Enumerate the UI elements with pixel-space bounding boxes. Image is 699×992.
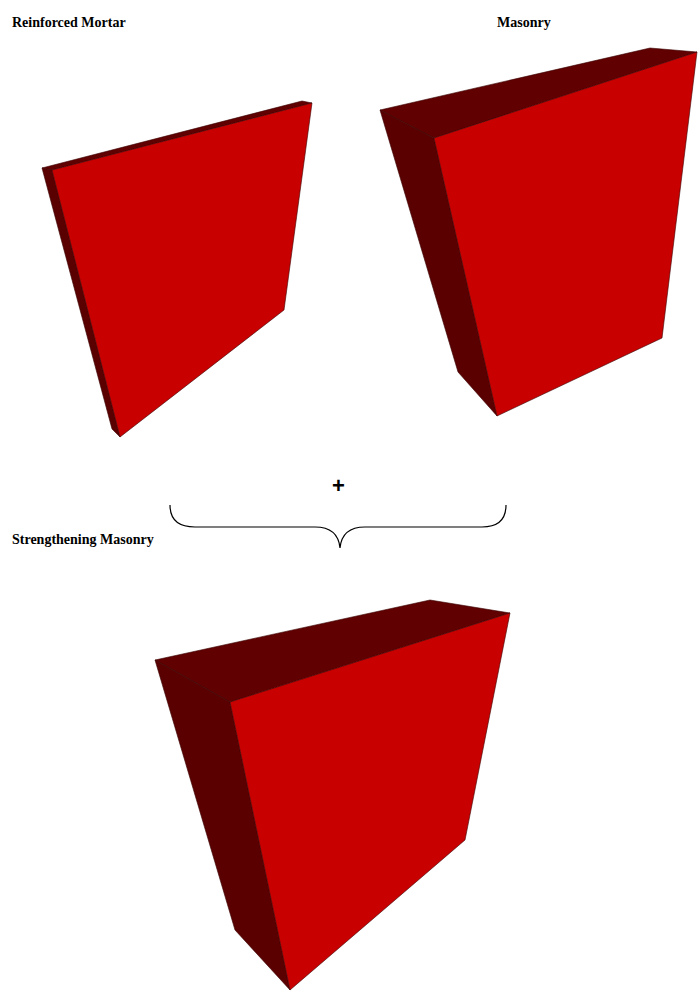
- strengthened-masonry-slab: [155, 600, 510, 990]
- reinforced-mortar-slab: [42, 101, 312, 437]
- part-label: Masonry: [497, 15, 551, 32]
- part-label: Strengthening Masonry: [12, 532, 154, 549]
- part-label: Reinforced Mortar: [12, 15, 126, 32]
- masonry-slab: [380, 48, 697, 416]
- brace: [170, 505, 506, 548]
- plus-sign: +: [332, 473, 345, 499]
